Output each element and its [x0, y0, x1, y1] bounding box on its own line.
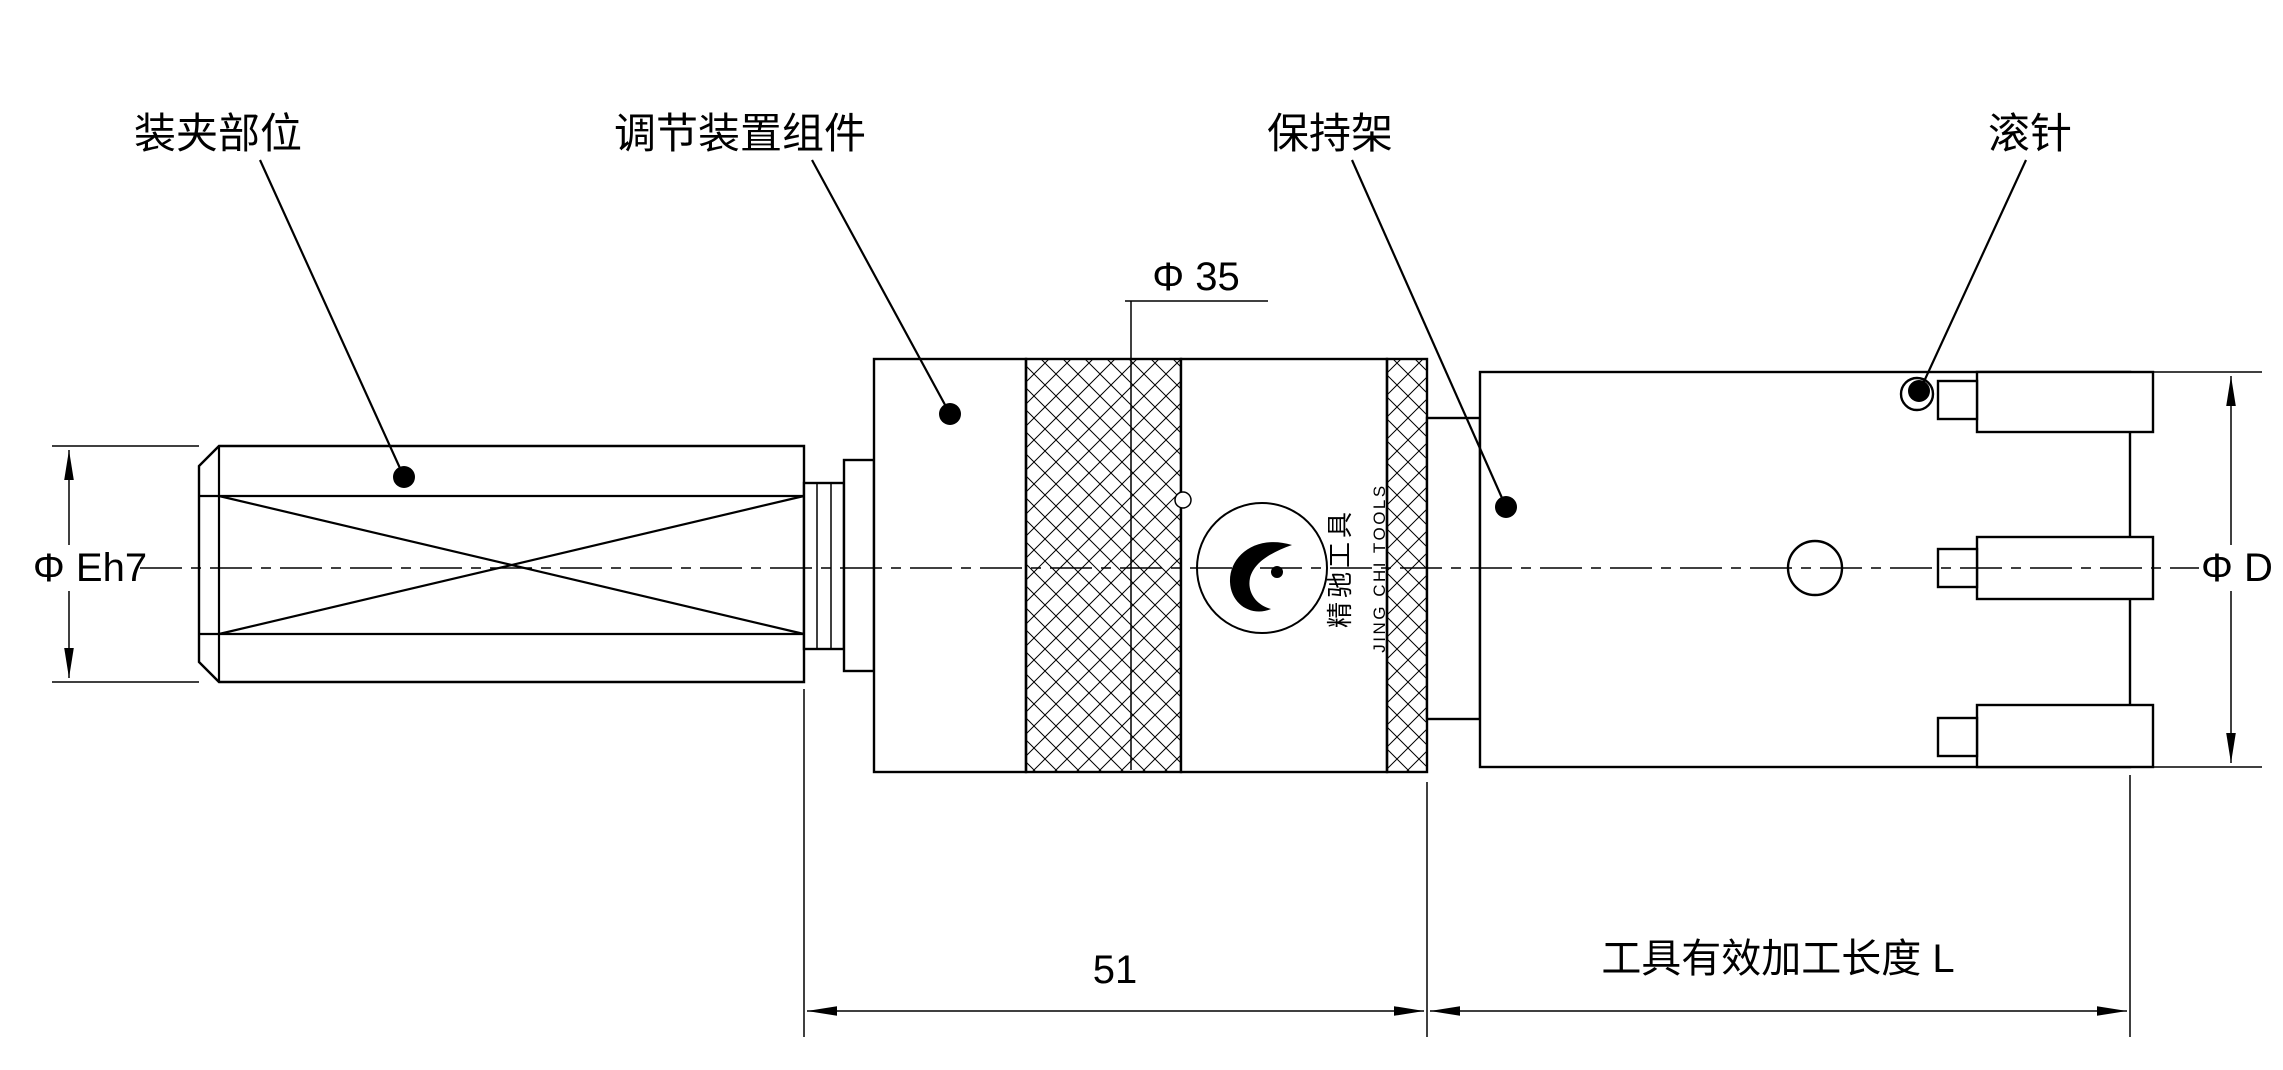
dimensions: Φ Eh7 Φ 35 51 工具有效加工长度 L Φ D [33, 255, 2273, 1037]
adjuster-section-left [872, 357, 1028, 774]
leader-line [1920, 159, 2027, 389]
logo-mark-dot [1271, 566, 1283, 578]
logo-brand-en: JING CHI TOOLS [1370, 483, 1389, 652]
leader-line [258, 159, 406, 478]
dim-text-adjuster-diameter: Φ 35 [1152, 255, 1240, 299]
callout-clamping: 装夹部位 [134, 110, 415, 488]
callouts: 装夹部位 调节装置组件 保持架 滚针 [134, 110, 2072, 518]
shank [197, 444, 806, 684]
shank-cross-diagonal-2 [218, 494, 805, 636]
shank-body [197, 444, 806, 684]
part-geometry: 精驰工具 JING CHI TOOLS [197, 357, 2155, 774]
label-clamping: 装夹部位 [134, 110, 302, 157]
logo-mark [1229, 542, 1292, 612]
dim-text-adjuster-length: 51 [1093, 948, 1138, 992]
roller-pin-top [1975, 370, 2155, 434]
neck-collars [802, 458, 876, 673]
leader-line [811, 159, 951, 415]
leader-dot [939, 403, 961, 425]
dim-head-diameter: Φ D [2135, 371, 2273, 768]
leader-dot [393, 466, 415, 488]
collar-large [842, 458, 876, 673]
roller-neck-top [1936, 379, 1979, 421]
dim-text-effective-length: 工具有效加工长度 L [1601, 937, 1954, 981]
callout-needle-roller: 滚针 [1908, 110, 2072, 402]
callout-adjuster-assembly: 调节装置组件 [614, 110, 961, 425]
dim-adjuster-length: 51 [803, 689, 1428, 1037]
collar-small [802, 481, 846, 651]
knurled-ring-right [1385, 357, 1429, 774]
leader-dot [1908, 380, 1930, 402]
dim-effective-length: 工具有效加工长度 L [1430, 775, 2131, 1037]
dim-text-shank-diameter: Φ Eh7 [33, 546, 147, 590]
roller-pin-bottom [1975, 703, 2155, 769]
dim-adjuster-diameter: Φ 35 [1125, 255, 1268, 770]
set-screw-circle [1174, 491, 1192, 509]
dim-text-head-diameter: Φ D [2201, 546, 2273, 590]
knurled-ring-left [1024, 357, 1183, 774]
callout-cage: 保持架 [1267, 110, 1517, 518]
roller-neck-bottom [1936, 716, 1979, 758]
label-cage: 保持架 [1267, 110, 1393, 157]
leader-dot [1495, 496, 1517, 518]
label-adjuster-assembly: 调节装置组件 [614, 110, 866, 157]
dim-shank-diameter: Φ Eh7 [33, 445, 199, 683]
label-needle-roller: 滚针 [1988, 110, 2072, 157]
needle-rollers [1899, 370, 2155, 769]
leader-line [1350, 159, 1508, 508]
